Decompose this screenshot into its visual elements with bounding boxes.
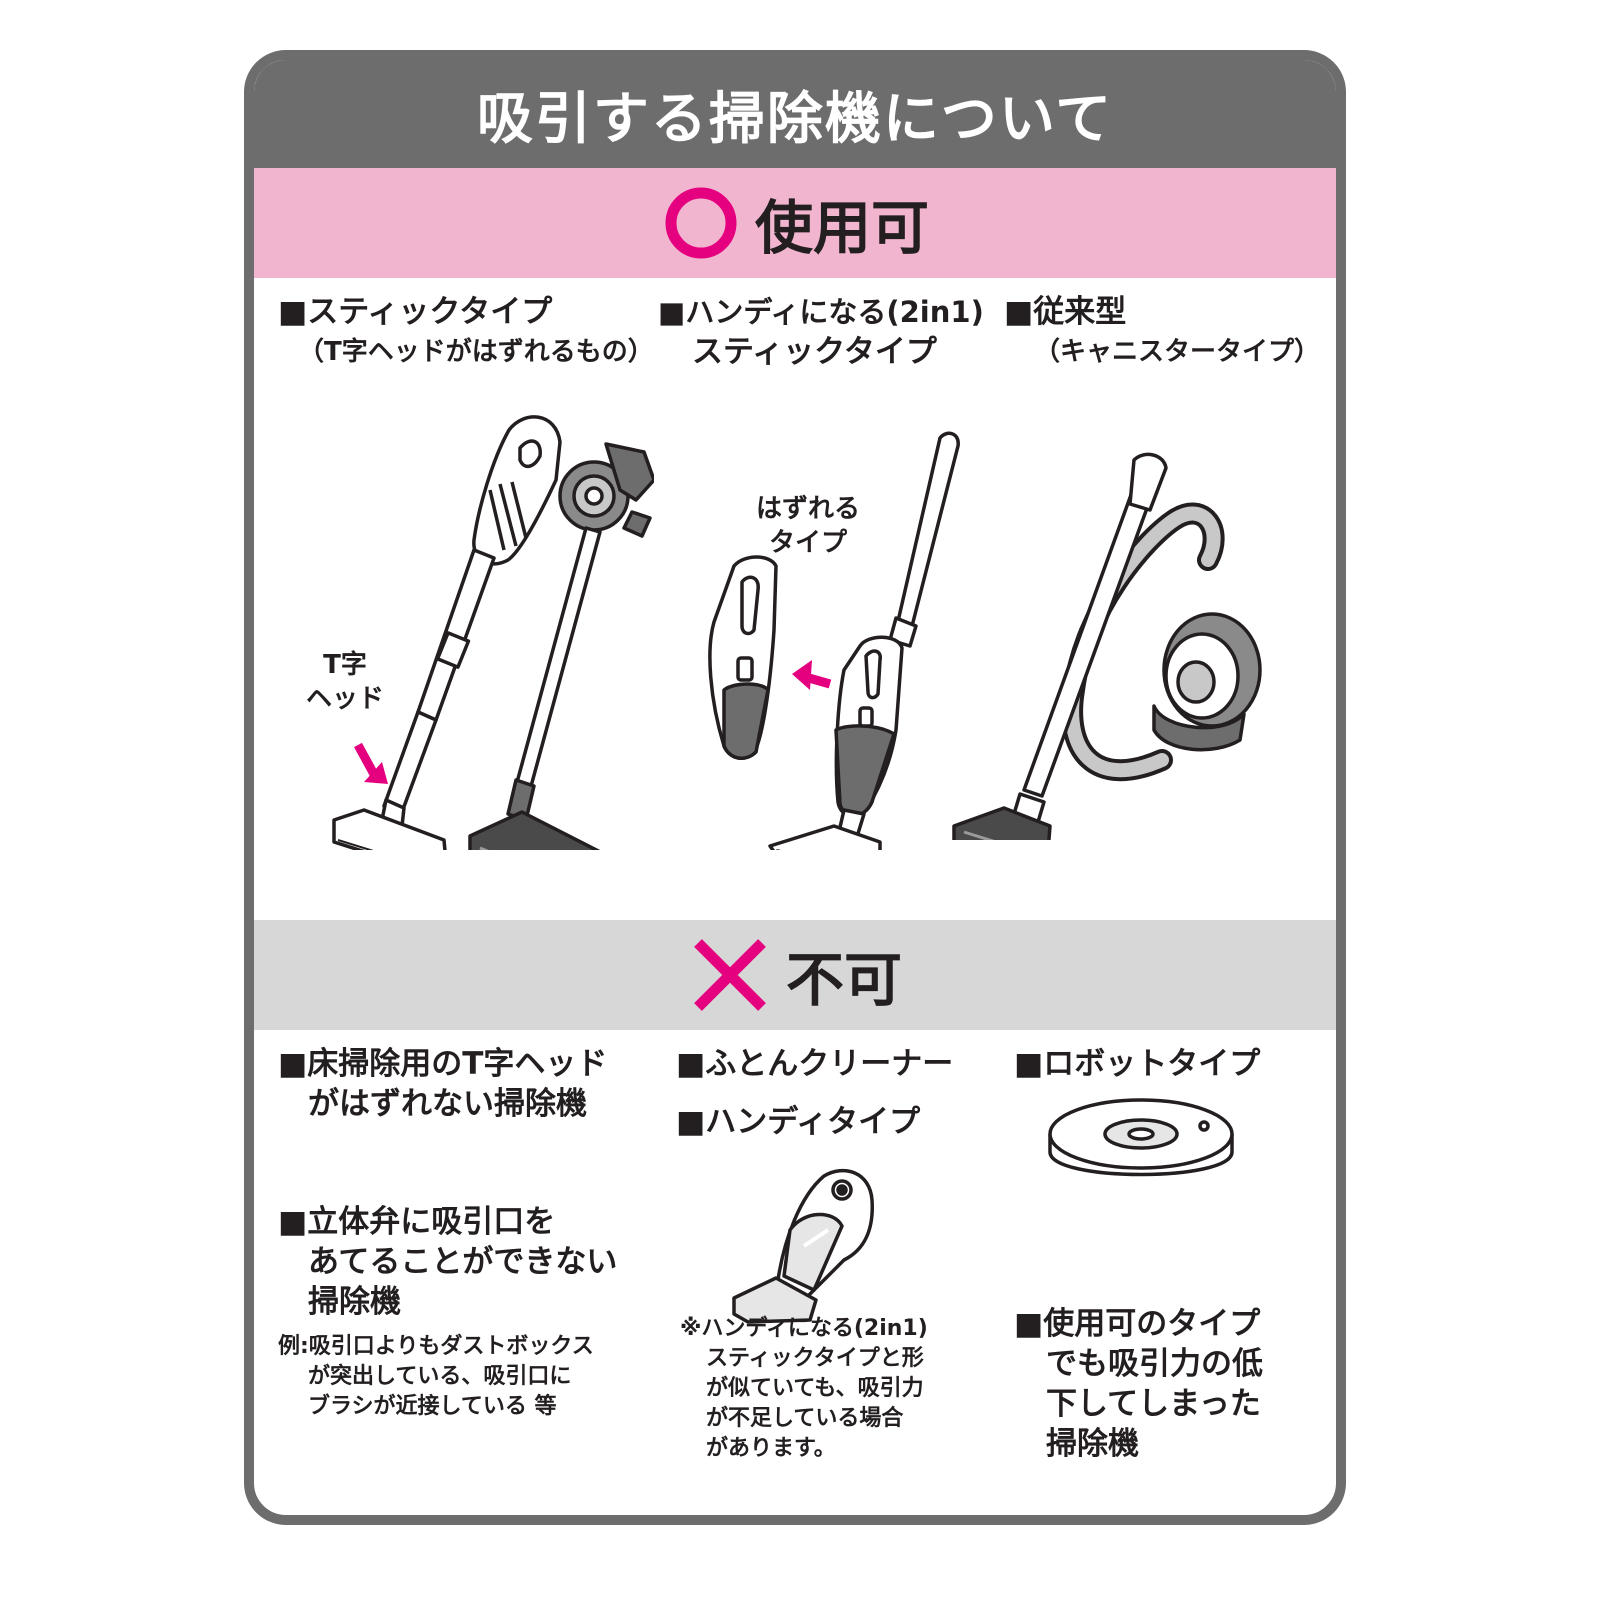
- ng-handy-type: ■ハンディタイプ: [676, 1104, 921, 1140]
- ng-robot-type: ■ロボットタイプ: [1014, 1046, 1261, 1082]
- ng-example-line1: 例:吸引口よりもダストボックス: [278, 1334, 594, 1359]
- ng-example-line2: が突出している、吸引口に: [308, 1364, 572, 1389]
- ng-note-line3: が似ていても、吸引力: [706, 1376, 924, 1401]
- ok-item-stick-heading: ■スティックタイプ: [278, 294, 553, 330]
- info-card: 吸引する掃除機について 使用可 ■スティックタイプ （T字ヘッドがはずれるもの）…: [244, 50, 1346, 1525]
- ok-item-canister-heading: ■従来型: [1004, 294, 1127, 330]
- not-usable-band: 不可: [254, 920, 1336, 1030]
- stick-vacuum-illustration: [332, 415, 654, 850]
- ok-item-2in1-heading-line2: スティックタイプ: [692, 334, 937, 370]
- detachable-callout-line2: タイプ: [769, 528, 848, 558]
- ng-weak-suction-line4: 掃除機: [1046, 1426, 1139, 1462]
- ng-note-line4: が不足している場合: [706, 1406, 904, 1431]
- robot-vacuum-illustration: [1048, 1098, 1234, 1177]
- usable-band: 使用可: [254, 168, 1336, 278]
- ok-item-canister-note: （キャニスタータイプ）: [1034, 337, 1321, 367]
- ng-valve-line2: あてることができない: [308, 1244, 618, 1280]
- ng-fixed-head-line1: ■床掃除用のT字ヘッド: [278, 1046, 608, 1082]
- ng-weak-suction-line3: 下してしまった: [1046, 1386, 1261, 1422]
- card-title: 吸引する掃除機について: [254, 60, 1336, 168]
- canister-vacuum-illustration: [952, 452, 1262, 840]
- cross-mark-icon: [694, 939, 766, 1011]
- t-head-callout-line1: T字: [323, 650, 367, 680]
- ng-note-line2: スティックタイプと形: [706, 1346, 924, 1371]
- handy-vacuum-illustration: [732, 1168, 874, 1324]
- ok-item-stick-note: （T字ヘッドがはずれるもの）: [298, 337, 654, 367]
- ng-weak-suction-line1: ■使用可のタイプ: [1014, 1306, 1261, 1342]
- ng-weak-suction-line2: でも吸引力の低: [1046, 1346, 1263, 1382]
- usable-label: 使用可: [754, 194, 929, 262]
- t-head-callout: T字 ヘッド: [306, 648, 384, 716]
- ng-fixed-head-line2: がはずれない掃除機: [308, 1086, 587, 1122]
- ng-futon-cleaner: ■ふとんクリーナー: [676, 1046, 954, 1082]
- ok-item-2in1-heading: ■ハンディになる(2in1): [658, 295, 984, 329]
- ng-note-line5: があります。: [706, 1436, 836, 1461]
- detachable-callout-line1: はずれる: [756, 494, 861, 524]
- ng-valve-line1: ■立体弁に吸引口を: [278, 1204, 556, 1240]
- not-usable-label: 不可: [785, 946, 902, 1014]
- ng-valve-line3: 掃除機: [308, 1284, 401, 1320]
- circle-mark-icon: [665, 187, 737, 259]
- t-head-callout-line2: ヘッド: [306, 684, 385, 714]
- ng-example-line3: ブラシが近接している 等: [308, 1394, 557, 1419]
- 2in1-vacuum-illustration: [708, 431, 960, 850]
- detachable-callout: はずれる タイプ: [756, 492, 860, 560]
- ng-note-line1: ※ハンディになる(2in1): [680, 1316, 928, 1341]
